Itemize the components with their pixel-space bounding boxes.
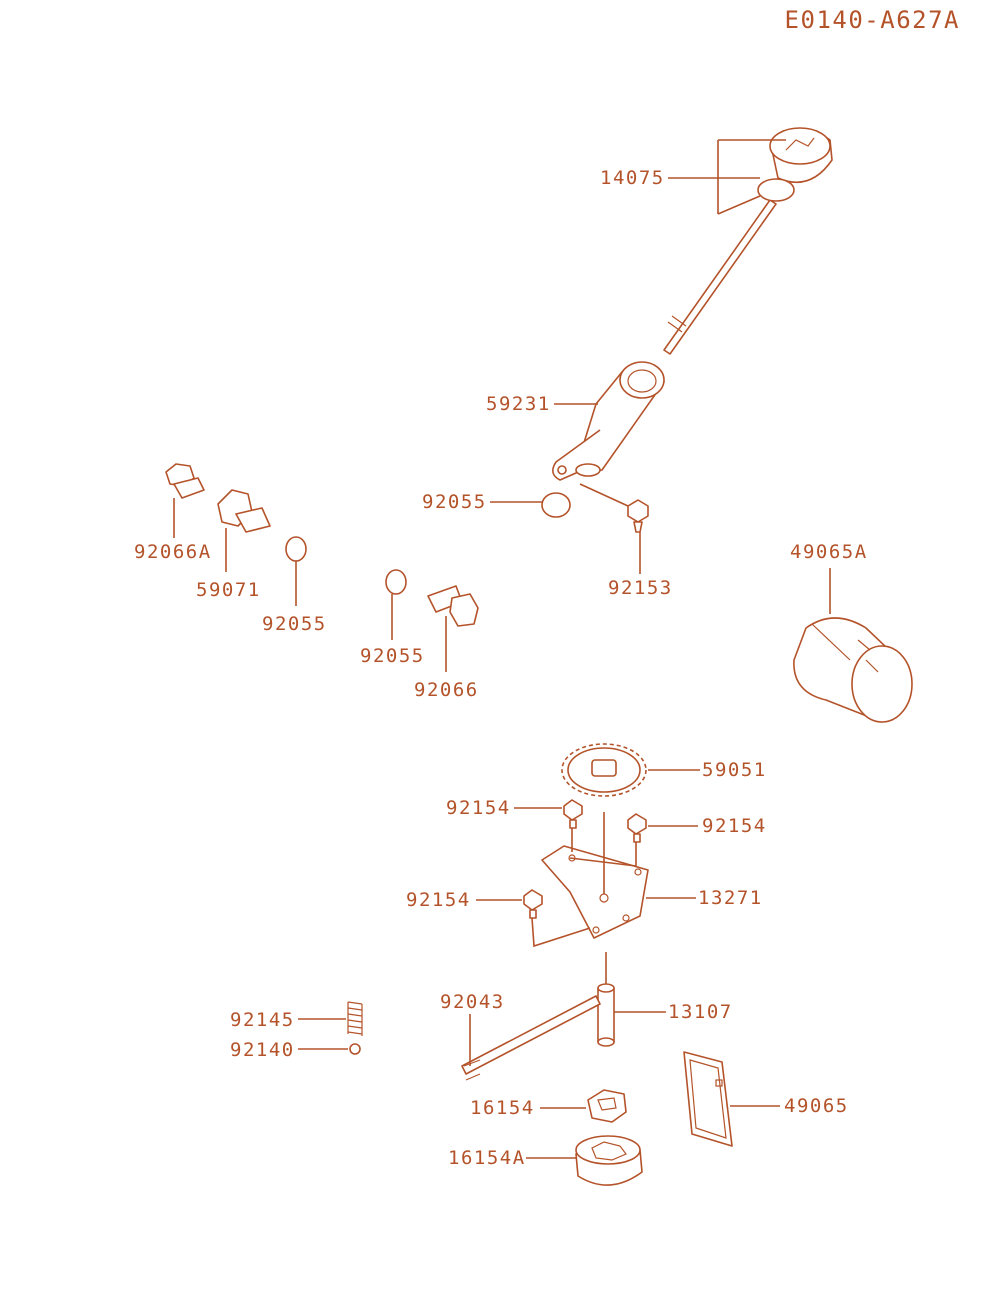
bolt-92153[interactable] bbox=[627, 499, 649, 533]
drain-plug-92066A[interactable] bbox=[165, 463, 205, 499]
outer-rotor-16154A[interactable] bbox=[575, 1135, 643, 1186]
label-92153[interactable]: 92153 bbox=[608, 577, 673, 599]
bolt-92154-b[interactable] bbox=[627, 813, 647, 843]
label-13107[interactable]: 13107 bbox=[668, 1001, 733, 1023]
label-92154-a[interactable]: 92154 bbox=[446, 797, 511, 819]
o-ring-92055-top[interactable] bbox=[541, 492, 571, 518]
label-59071[interactable]: 59071 bbox=[196, 579, 261, 601]
diagram-code: E0140-A627A bbox=[785, 6, 960, 34]
label-16154A[interactable]: 16154A bbox=[448, 1147, 526, 1169]
oil-filter-49065A[interactable] bbox=[793, 617, 913, 723]
o-ring-92055-mid[interactable] bbox=[385, 569, 407, 595]
label-49065[interactable]: 49065 bbox=[784, 1095, 849, 1117]
o-ring-92055-left[interactable] bbox=[285, 536, 307, 562]
plug-92066[interactable] bbox=[427, 585, 479, 627]
shaft-13107[interactable] bbox=[597, 983, 615, 1047]
label-92066A[interactable]: 92066A bbox=[134, 541, 212, 563]
label-13271[interactable]: 13271 bbox=[698, 887, 763, 909]
assembly-lines-upper bbox=[569, 812, 637, 894]
label-16154[interactable]: 16154 bbox=[470, 1097, 535, 1119]
label-92055-top[interactable]: 92055 bbox=[422, 491, 487, 513]
filler-tube-59231[interactable] bbox=[552, 361, 665, 481]
label-92043[interactable]: 92043 bbox=[440, 991, 505, 1013]
gasket-49065[interactable] bbox=[683, 1051, 733, 1147]
label-92145[interactable]: 92145 bbox=[230, 1009, 295, 1031]
label-92140[interactable]: 92140 bbox=[230, 1039, 295, 1061]
label-92055-mid[interactable]: 92055 bbox=[360, 645, 425, 667]
assembly-lines-lower bbox=[531, 917, 591, 948]
label-92154-b[interactable]: 92154 bbox=[702, 815, 767, 837]
dash-92153 bbox=[579, 483, 629, 507]
ball-92140[interactable] bbox=[349, 1043, 361, 1055]
label-59231[interactable]: 59231 bbox=[486, 393, 551, 415]
plate-13271[interactable] bbox=[541, 845, 649, 939]
rod-92043[interactable] bbox=[461, 995, 601, 1081]
bolt-92154-c[interactable] bbox=[523, 889, 543, 919]
label-14075[interactable]: 14075 bbox=[600, 167, 665, 189]
spring-92145[interactable] bbox=[347, 1001, 363, 1036]
leader-14075 bbox=[668, 139, 786, 215]
inner-rotor-16154[interactable] bbox=[587, 1089, 627, 1123]
fitting-59071[interactable] bbox=[217, 489, 271, 533]
dipstick-14075[interactable] bbox=[663, 127, 833, 355]
label-92066[interactable]: 92066 bbox=[414, 679, 479, 701]
bolt-92154-a[interactable] bbox=[563, 799, 583, 829]
label-59051[interactable]: 59051 bbox=[702, 759, 767, 781]
label-92055-left[interactable]: 92055 bbox=[262, 613, 327, 635]
gear-59051[interactable] bbox=[561, 743, 647, 797]
label-92154-c[interactable]: 92154 bbox=[406, 889, 471, 911]
label-49065A[interactable]: 49065A bbox=[790, 541, 868, 563]
